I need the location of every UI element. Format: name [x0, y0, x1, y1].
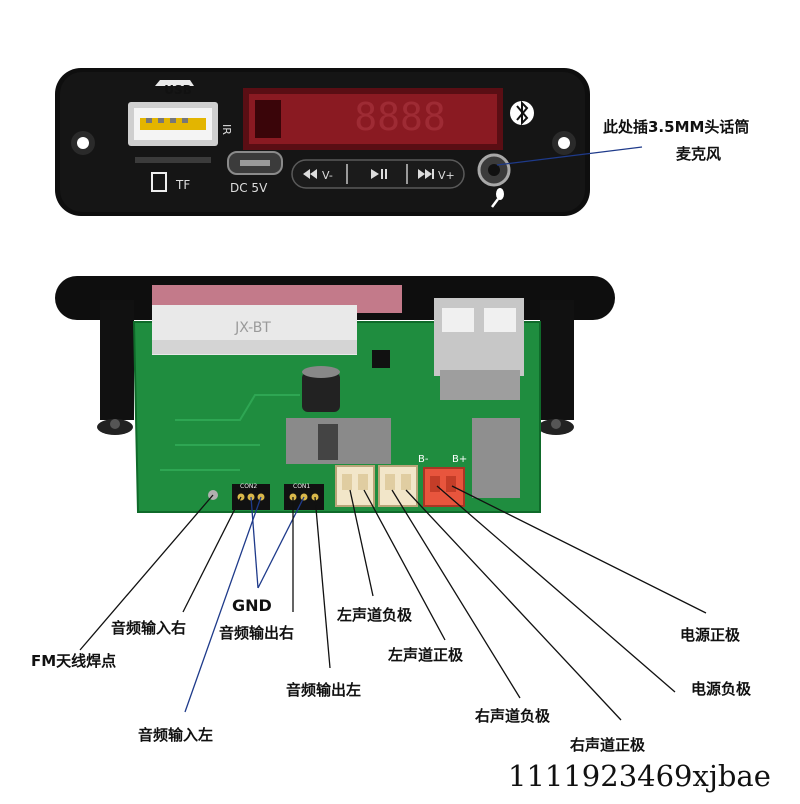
display-digits: 8888	[354, 95, 446, 139]
ir-label: IR	[220, 124, 233, 135]
mount-hole-right	[552, 131, 576, 155]
bluetooth-icon	[510, 100, 534, 126]
label-right-negative: 右声道负极	[475, 707, 551, 725]
tf-label: TF	[175, 178, 190, 192]
usb-label: USB	[164, 83, 192, 97]
leader-lines	[79, 146, 707, 721]
led-display: 8888	[243, 88, 503, 150]
main-chip	[286, 418, 391, 464]
front-panel: 8888 V- V+	[55, 68, 590, 216]
prev-label: V-	[322, 169, 333, 182]
connector-left-channel	[335, 465, 375, 507]
next-button[interactable]: V+	[418, 169, 455, 182]
dc-label: DC 5V	[230, 181, 268, 195]
label-mic-line2: 麦克风	[676, 145, 722, 163]
connector-power	[423, 467, 465, 507]
label-audio-out-right: 音频输出右	[219, 624, 295, 642]
capacitor	[302, 366, 340, 412]
label-audio-in-right: 音频输入右	[111, 619, 187, 637]
prev-button[interactable]: V-	[303, 169, 333, 182]
watermark: 1111923469xjbae	[508, 759, 771, 793]
next-label: V+	[438, 169, 455, 182]
label-left-negative: 左声道负极	[337, 606, 413, 624]
label-right-positive: 右声道正极	[570, 736, 646, 754]
con2-label: CON2	[240, 483, 257, 490]
screw-left	[97, 419, 133, 435]
b-minus-label: B-	[418, 454, 429, 465]
module-board: JX-BT CON2 CON1	[55, 276, 615, 513]
header-con1: CON1	[284, 483, 324, 510]
tf-slot	[135, 157, 211, 192]
label-mic: 此处插3.5MM头话筒	[603, 118, 750, 136]
b-plus-label: B+	[452, 454, 467, 465]
mic-icon	[491, 188, 504, 208]
play-pause-button[interactable]	[371, 169, 387, 179]
display-connector: JX-BT	[152, 305, 357, 355]
button-strip: V- V+	[291, 159, 465, 189]
label-power-positive: 电源正极	[680, 626, 741, 644]
amp-chip	[472, 418, 520, 498]
label-fm-antenna: FM天线焊点	[31, 652, 117, 670]
header-con2: CON2	[232, 483, 270, 510]
label-left-positive: 左声道正极	[388, 646, 464, 664]
label-audio-in-left: 音频输入左	[138, 726, 214, 744]
mount-hole-left	[71, 131, 95, 155]
label-audio-out-left: 音频输出左	[286, 681, 362, 699]
con1-label: CON1	[293, 483, 310, 490]
label-power-negative: 电源负极	[691, 680, 752, 698]
screw-right	[538, 419, 574, 435]
usb-socket-back	[434, 298, 524, 400]
usb-port	[128, 80, 218, 146]
dc-jack	[227, 151, 283, 175]
label-gnd: GND	[232, 596, 272, 615]
board-silkscreen-title: JX-BT	[234, 320, 271, 336]
mic-jack	[477, 153, 511, 187]
